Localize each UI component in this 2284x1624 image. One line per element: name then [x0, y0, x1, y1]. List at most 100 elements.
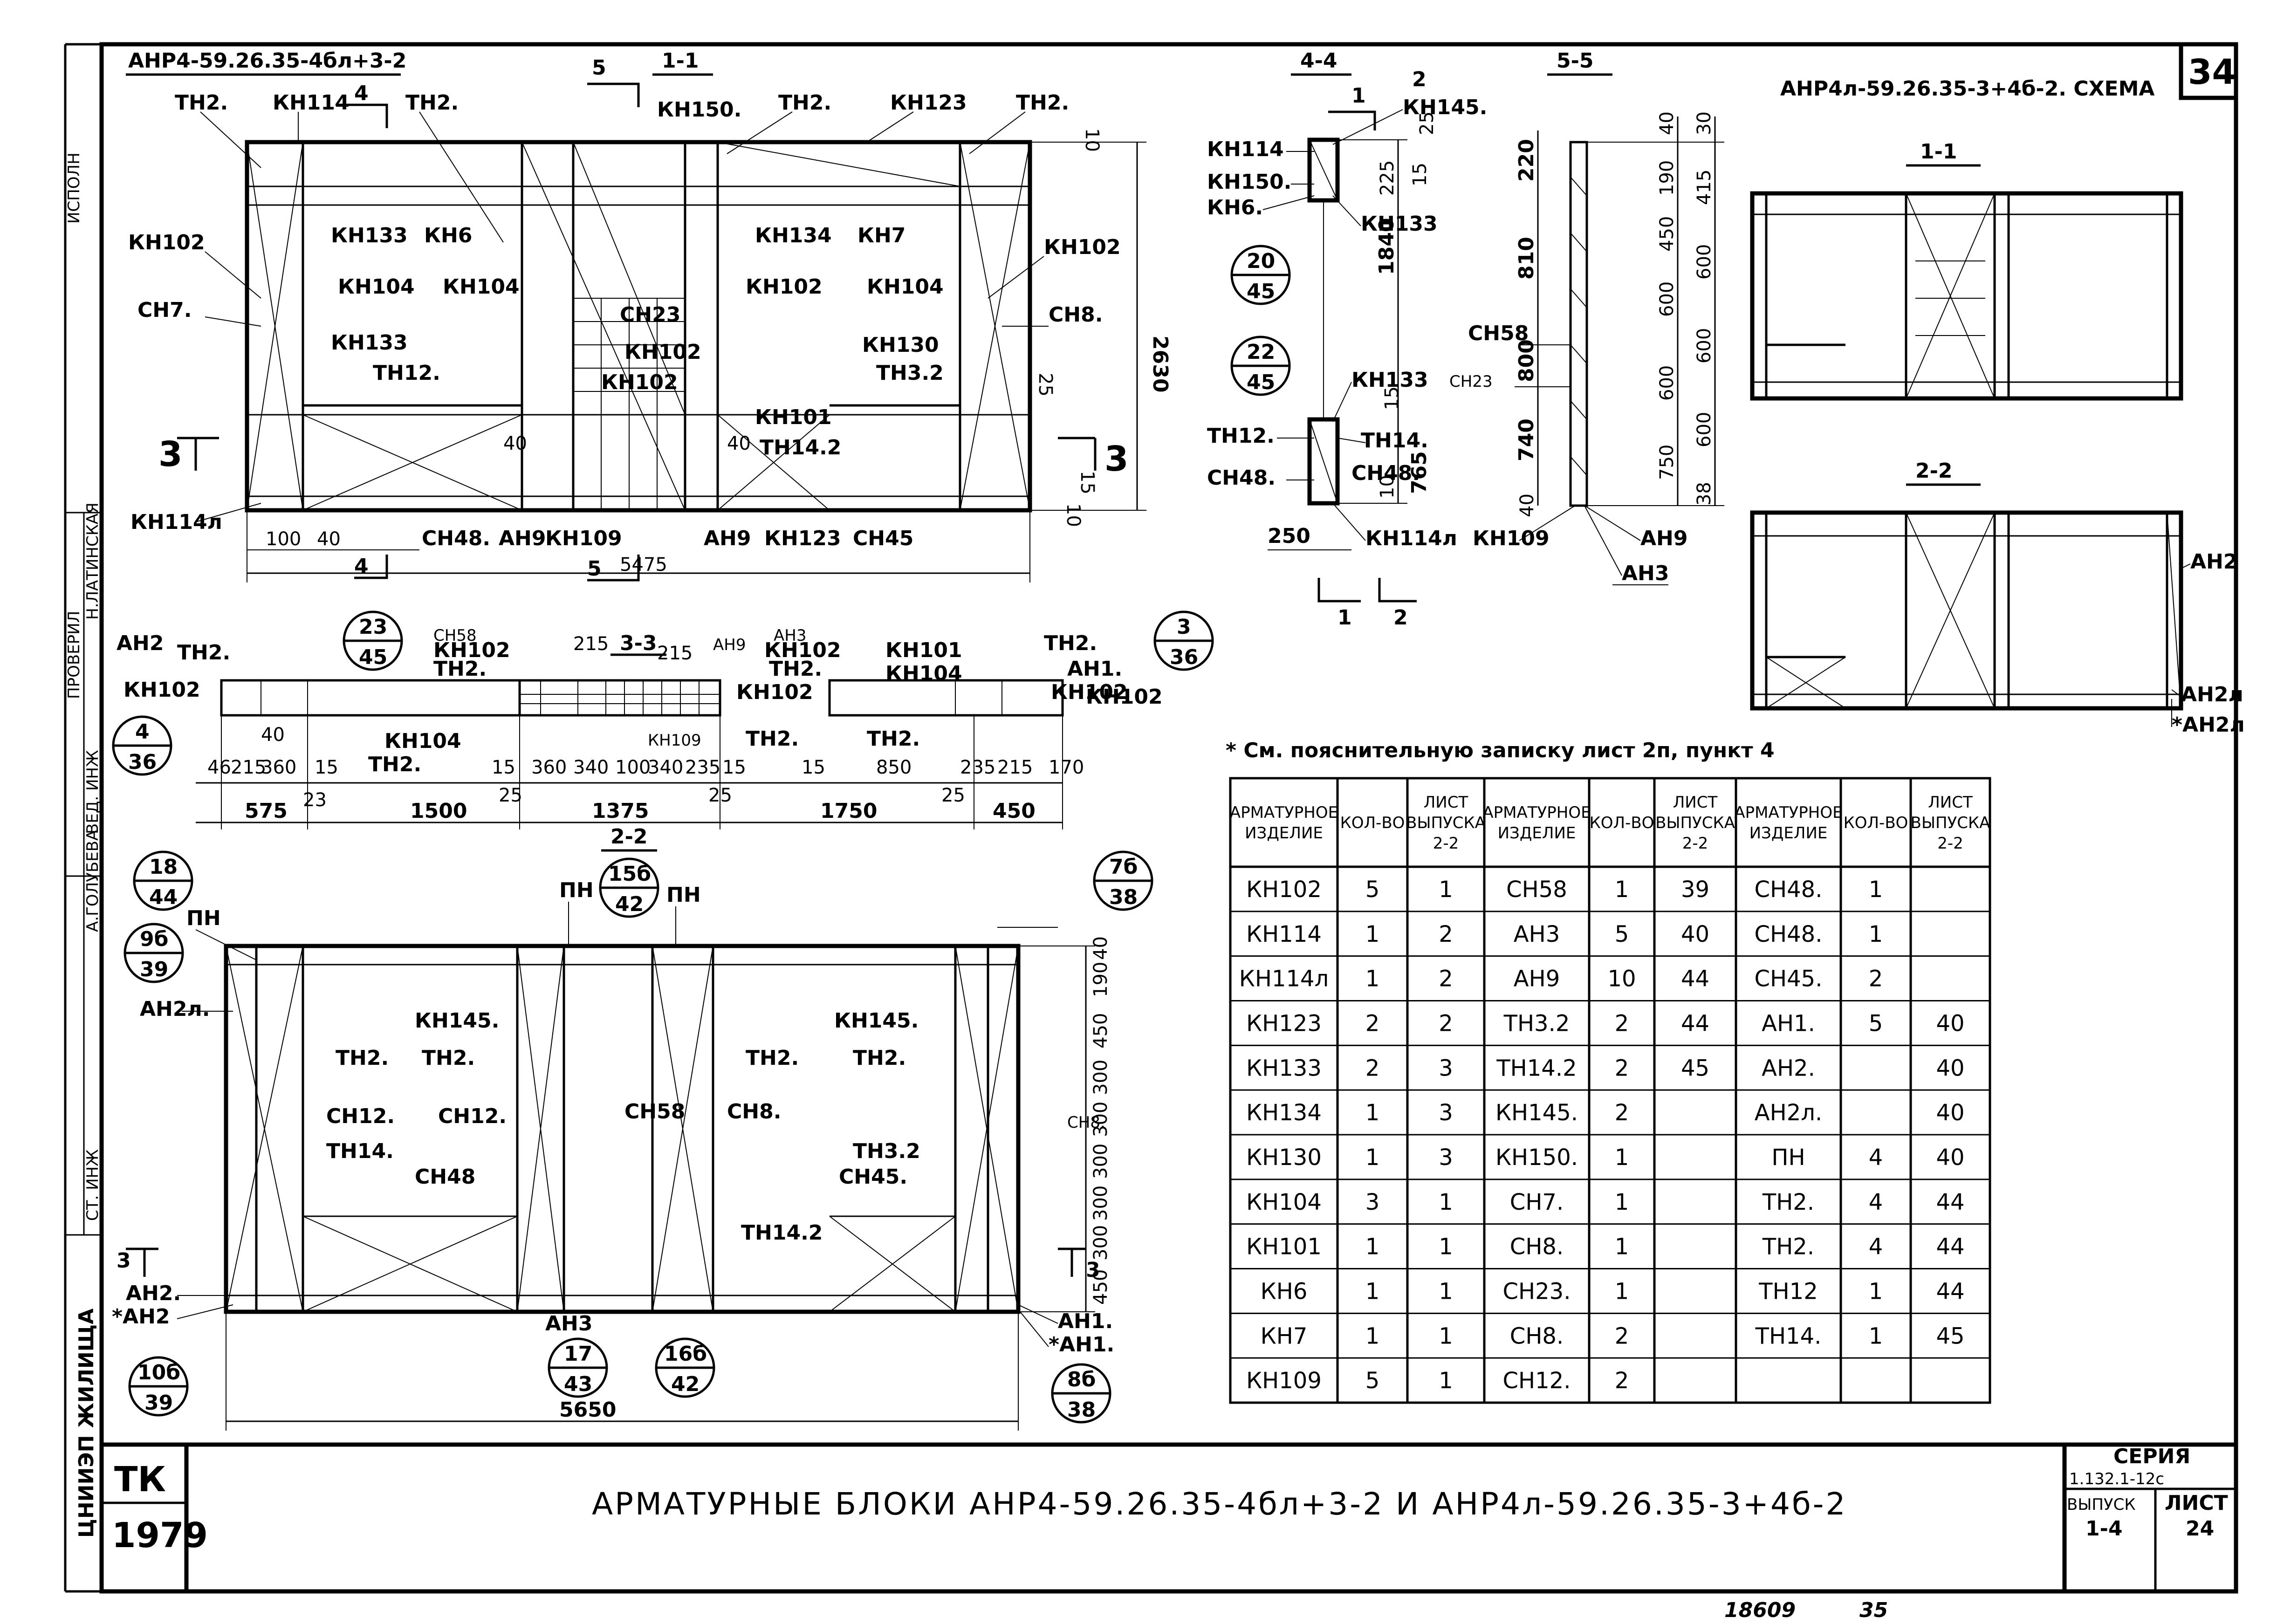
- table-cell: 1: [1365, 966, 1380, 992]
- tb-issue: 1-4: [2085, 1517, 2123, 1541]
- stamp-checked: ПРОВЕРИЛ: [65, 611, 83, 699]
- side-stamp: ИСПОЛН ПРОВЕРИЛ Н.ЛАТИНСКАЯ А.ГОЛУБЕВА В…: [65, 152, 102, 1538]
- table-header-cell: ЛИСТ: [1928, 793, 1973, 812]
- section-5-5: 5-5 220 810 800 740 40 30 40 190 415 450…: [1449, 49, 1724, 585]
- s33-tn2-b: ТН2.: [433, 657, 487, 681]
- section-4-4: 4-4 1 2 1840 25 225 15 15 765 10 250 КН1…: [1207, 49, 1487, 630]
- s55-dim-600c: 600: [1694, 328, 1715, 363]
- s22-sn12-a: СН12.: [326, 1104, 395, 1128]
- section-2-2: 2-2: [112, 825, 1153, 1431]
- s33-dim-100: 100: [615, 757, 651, 778]
- svg-text:20: 20: [1247, 249, 1275, 273]
- lbl-kn123-b: КН123: [764, 527, 841, 550]
- s55-dim-600a: 600: [1694, 244, 1715, 280]
- lbl-kn130: КН130: [862, 333, 939, 357]
- s33-dim-235a: 235: [685, 757, 720, 778]
- svg-text:36: 36: [128, 750, 157, 774]
- s22-tn32: ТН3.2: [853, 1139, 920, 1163]
- svg-text:18: 18: [149, 855, 178, 879]
- lbl-kn150: КН150.: [657, 98, 741, 122]
- s44-dim-15a: 15: [1409, 163, 1431, 186]
- section-3-3: 3-3 ТН2. АН2 КН102 СН58 КН102 ТН2.: [112, 610, 1214, 829]
- table-cell: СН8.: [1510, 1234, 1564, 1260]
- s55-dim-810: 810: [1515, 237, 1538, 280]
- table-cell: 2: [1439, 966, 1453, 992]
- table-cell: СН45.: [1755, 966, 1823, 992]
- svg-text:8б: 8б: [1067, 1368, 1096, 1391]
- dim-2630: 2630: [1148, 336, 1172, 392]
- s44-mark-1a: 1: [1351, 84, 1366, 108]
- s33-tn2-f: ТН2.: [746, 727, 799, 751]
- lbl-kn109: КН109: [545, 527, 622, 550]
- table-cell: 1: [1439, 1368, 1453, 1394]
- table-cell: 2: [1869, 966, 1883, 992]
- s33-an3: АН3: [774, 626, 806, 645]
- lbl-tn2-d: ТН2.: [1016, 91, 1069, 115]
- table-cell: 1: [1615, 877, 1629, 903]
- s33-dim-235b: 235: [960, 757, 995, 778]
- svg-text:45: 45: [1247, 280, 1275, 303]
- right-an2l: АН2л: [2181, 683, 2243, 706]
- s44-dim-15b: 15: [1381, 386, 1403, 410]
- table-cell: 1: [1365, 1234, 1380, 1260]
- s55-dim-415: 415: [1694, 170, 1715, 205]
- table-cell: 3: [1439, 1055, 1453, 1081]
- dim-40: 40: [317, 528, 341, 550]
- table-header-cell: КОЛ-ВО: [1590, 814, 1654, 832]
- table-header-cell: АРМАТУРНОЕ: [1734, 803, 1842, 822]
- lbl-sn7: СН7.: [137, 298, 192, 322]
- lbl-sn48: СН48.: [422, 527, 490, 550]
- callout-16b-42: 16б 42: [655, 1337, 715, 1398]
- table-cell: АН1.: [1762, 1010, 1815, 1036]
- lbl-tn32: ТН3.2: [876, 361, 944, 385]
- table-cell: СН12.: [1503, 1368, 1571, 1394]
- table-cell: КН101: [1246, 1234, 1322, 1260]
- table-cell: 1: [1439, 1234, 1453, 1260]
- lbl-tn2-c: ТН2.: [778, 91, 831, 115]
- right-an2: АН2: [2190, 550, 2238, 574]
- s33-dim-215d: 215: [657, 643, 693, 664]
- s55-dim-40: 40: [1656, 111, 1678, 135]
- svg-text:15б: 15б: [608, 862, 651, 886]
- table-header-cell: ВЫПУСКА: [1655, 814, 1735, 832]
- note-text: * См. пояснительную записку лист 2п, пун…: [1226, 739, 1775, 762]
- s55-dim-750: 750: [1656, 445, 1678, 480]
- drawing-right: АНР4л-59.26.35-3+4б-2. СХЕМА 1-1 2-2: [1750, 77, 2245, 737]
- s22-an1: АН1.: [1058, 1309, 1113, 1333]
- s33-kn104-b: КН104: [384, 729, 461, 753]
- s55-an9: АН9: [1640, 527, 1688, 550]
- s55-dim-450: 450: [1656, 216, 1678, 252]
- s55-dim-800: 800: [1515, 339, 1538, 382]
- s22-dim-300d: 300: [1090, 1185, 1111, 1221]
- table-cell: 1: [1869, 921, 1883, 947]
- drawing-left-code: АНР4-59.26.35-4бл+3-2: [128, 49, 406, 73]
- lbl-tn2-a: ТН2.: [175, 91, 228, 115]
- stamp-role-2: ВЕД. ИНЖ: [83, 750, 102, 834]
- table-cell: 4: [1869, 1144, 1883, 1171]
- table-cell: СН48.: [1755, 877, 1823, 903]
- table-cell: АН2л.: [1755, 1100, 1822, 1126]
- s33-dim-1500: 1500: [410, 799, 467, 823]
- s44-dim-2: 2: [1412, 68, 1427, 91]
- table-cell: 1: [1439, 1189, 1453, 1215]
- table-cell: 1: [1869, 1278, 1883, 1304]
- svg-text:7б: 7б: [1109, 855, 1138, 879]
- s33-an2: АН2: [117, 631, 164, 655]
- dim-10-top: 10: [1081, 128, 1103, 152]
- table-cell: КН123: [1246, 1010, 1322, 1036]
- table-cell: 1: [1869, 877, 1883, 903]
- table-cell: 40: [1936, 1055, 1964, 1081]
- svg-text:9б: 9б: [140, 927, 168, 951]
- table-cell: 2: [1365, 1010, 1380, 1036]
- callout-22-45: 22 45: [1230, 336, 1291, 396]
- dim-15: 15: [1077, 471, 1098, 494]
- lbl-kn134: КН134: [755, 224, 832, 247]
- s55-dim-220: 220: [1515, 139, 1538, 182]
- s22-dim-450b: 450: [1090, 1269, 1111, 1305]
- callout-8b-38: 8б 38: [1051, 1363, 1111, 1424]
- s22-cut-3b: 3: [1086, 1258, 1100, 1282]
- lbl-kn102-e: КН102: [601, 370, 678, 394]
- lbl-kn114l: КН114л: [130, 510, 222, 534]
- svg-text:17: 17: [564, 1342, 592, 1366]
